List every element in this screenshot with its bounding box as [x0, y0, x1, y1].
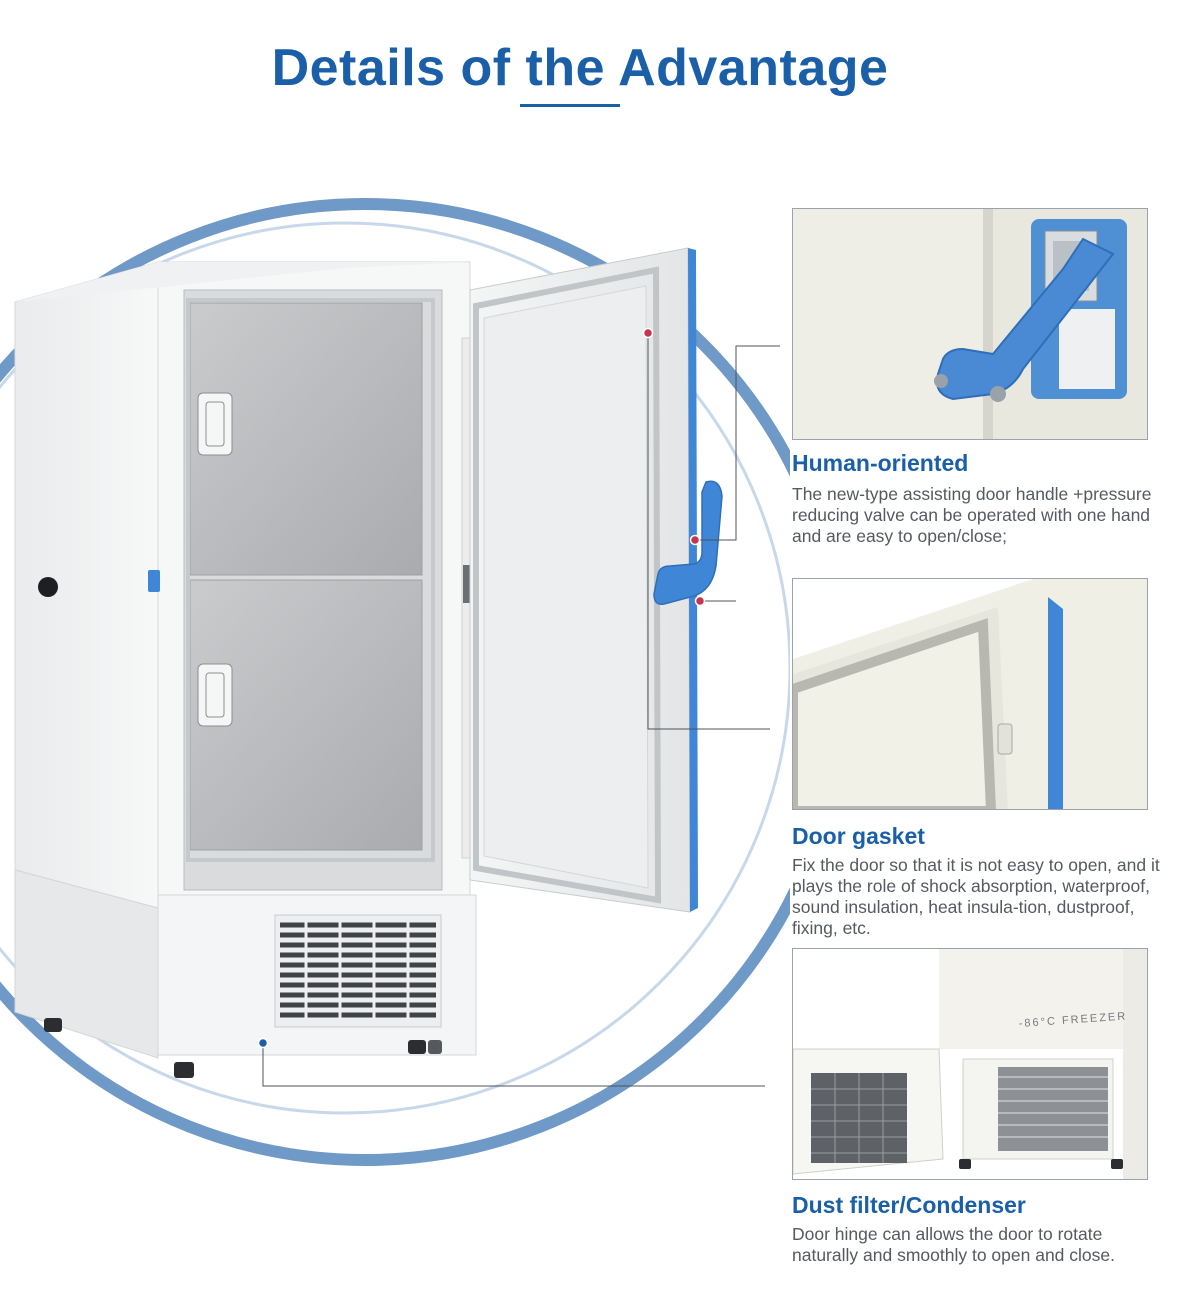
title-underline [520, 104, 620, 107]
feature-title-dust-filter: Dust filter/Condenser [792, 1192, 1026, 1218]
feature-desc-door-gasket: Fix the door so that it is not easy to o… [792, 855, 1160, 938]
condenser-closeup [998, 1067, 1108, 1151]
casters [44, 1018, 442, 1078]
inner-latch-upper-icon[interactable] [197, 392, 233, 456]
cabinet-base-side [14, 869, 159, 1059]
side-port-icon [38, 577, 58, 597]
feature-title-door-gasket: Door gasket [792, 823, 925, 849]
condenser-grille [274, 914, 442, 1028]
detail-panel-gasket [792, 578, 1148, 810]
side-lock-icon[interactable] [148, 570, 160, 592]
cabinet-side [14, 261, 159, 909]
handle-closeup-icon [936, 237, 1115, 401]
feature-desc-human-oriented: The new-type assisting door handle +pres… [792, 484, 1152, 546]
hinge-icon[interactable] [463, 565, 473, 603]
page-title: Details of the Advantage [271, 39, 889, 97]
detail-panel-handle [792, 208, 1148, 440]
feature-title-human-oriented: Human-oriented [792, 450, 969, 476]
detail-panel-dust-filter: -86°C FREEZER [792, 948, 1148, 1180]
cabinet-top [15, 262, 470, 302]
door-handle-icon[interactable] [653, 480, 723, 606]
background-rings [0, 198, 790, 1166]
inner-latch-lower-icon[interactable] [197, 663, 233, 727]
callout-lines [262, 333, 780, 1087]
feature-desc-dust-filter: Door hinge can allows the door to rotate… [792, 1224, 1115, 1265]
door-gasket [473, 266, 662, 904]
callout-dots [257, 327, 706, 1049]
freezer-illustration [0, 198, 790, 1166]
gasket-closeup [793, 618, 996, 809]
